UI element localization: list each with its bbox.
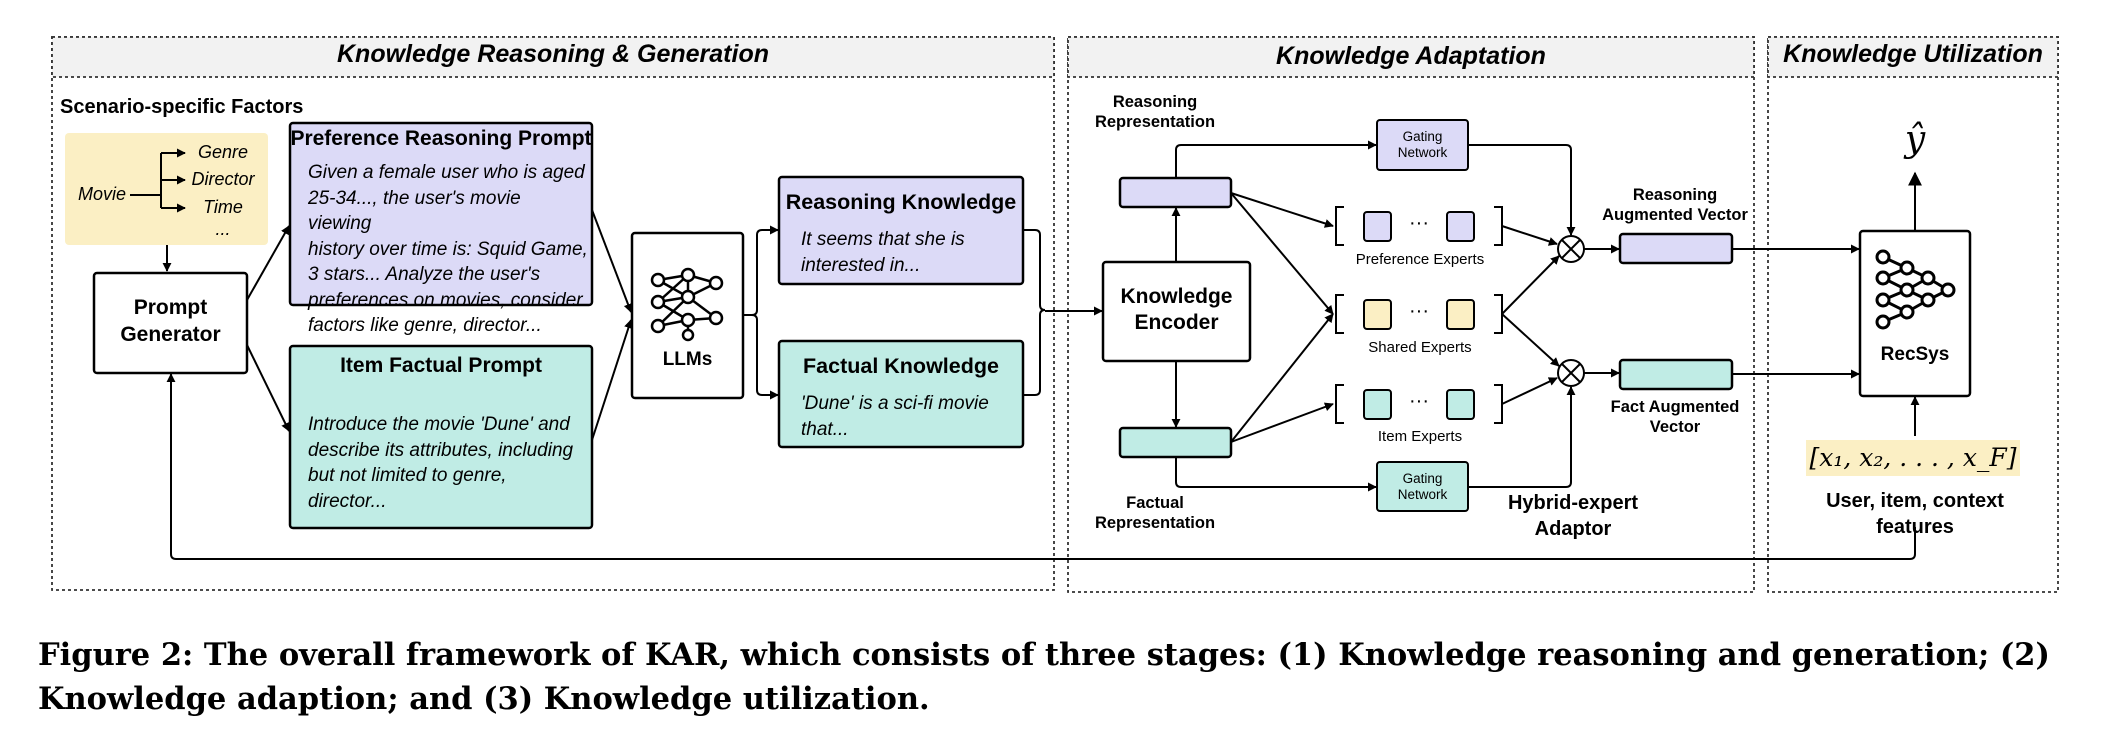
movie-factor-tree	[130, 148, 186, 213]
factual-representation-line2: Representation	[1094, 514, 1216, 532]
features-label-line2: features	[1876, 516, 1954, 538]
preference-prompt-box	[288, 121, 594, 307]
knowledge-encoder-line2: Encoder	[1134, 311, 1219, 334]
features-formula: [x₁, x₂, . . . , x_F]	[1809, 443, 2017, 472]
shared-experts-label: Shared Experts	[1368, 339, 1472, 356]
item-experts-ellipsis: ···	[1409, 390, 1429, 412]
item-prompt-body: Introduce the movie 'Dune' and describe …	[308, 412, 588, 514]
reasoning-knowledge-line: It seems that she is	[801, 229, 965, 250]
neural-network-icon	[650, 267, 724, 342]
reasoning-representation-bar	[1118, 176, 1233, 209]
preference-prompt-line: Given a female user who is aged	[308, 162, 585, 183]
prompt-generator-line2: Generator	[120, 323, 221, 346]
factor-more: ...	[215, 219, 231, 239]
recsys-network-icon	[1875, 249, 1956, 330]
reasoning-knowledge-title: Reasoning Knowledge	[785, 190, 1017, 214]
factor-genre: Genre	[197, 142, 249, 162]
reasoning-vector-line1: Reasoning	[1632, 186, 1718, 204]
factual-representation-line1: Factual	[1126, 494, 1184, 512]
stage-utilization-panel	[1767, 36, 2059, 593]
fact-augmented-vector-bar	[1618, 358, 1734, 391]
multiply-operator-top	[1557, 235, 1585, 263]
hybrid-adaptor-line2: Adaptor	[1534, 518, 1612, 540]
preference-prompt-body: Given a female user who is aged 25-34...…	[308, 160, 588, 339]
stage-title-reasoning-generation: Knowledge Reasoning & Generation	[337, 40, 769, 68]
fact-vector-line1: Fact Augmented	[1610, 398, 1740, 416]
factor-director: Director	[191, 169, 255, 189]
gating-network-top-label: Gating Network	[1377, 129, 1468, 161]
factual-knowledge-body: 'Dune' is a sci-fi movie that...	[801, 391, 1021, 442]
kar-framework-diagram	[51, 36, 2059, 593]
preference-experts-group	[1335, 206, 1503, 246]
recsys-label: RecSys	[1880, 344, 1950, 365]
prompt-generator-label: Prompt Generator	[94, 294, 247, 348]
preference-experts-ellipsis: ···	[1409, 212, 1429, 234]
reasoning-augmented-vector-label: Reasoning Augmented Vector	[1580, 185, 1770, 225]
preference-prompt-line: factors like genre, director...	[308, 315, 542, 336]
preference-prompt-line: 25-34..., the user's movie viewing	[308, 187, 521, 235]
hybrid-adaptor-label: Hybrid-expert Adaptor	[1488, 490, 1658, 542]
reasoning-representation-line1: Reasoning	[1112, 93, 1198, 111]
item-prompt-line: Introduce the movie 'Dune' and	[308, 414, 570, 435]
preference-prompt-title: Preference Reasoning Prompt	[290, 127, 592, 150]
preference-experts-label: Preference Experts	[1355, 251, 1485, 268]
features-label: User, item, context features	[1790, 488, 2040, 540]
item-experts-label: Item Experts	[1377, 428, 1463, 445]
stage-title-adaptation: Knowledge Adaptation	[1276, 42, 1546, 70]
prediction-y-hat: ŷ	[1904, 119, 1926, 160]
shared-experts-ellipsis: ···	[1409, 300, 1429, 322]
reasoning-knowledge-body: It seems that she is interested in...	[801, 227, 1021, 278]
factor-time: Time	[203, 197, 243, 217]
factual-representation-label: Factual Representation	[1080, 493, 1230, 533]
item-prompt-line: but not limited to genre, director...	[308, 465, 507, 512]
figure-caption: Figure 2: The overall framework of KAR, …	[38, 637, 2050, 717]
scenario-title: Scenario-specific Factors	[60, 96, 304, 118]
movie-label: Movie	[78, 184, 127, 204]
factual-knowledge-line: that...	[801, 418, 849, 440]
gating-bottom-line2: Network	[1397, 487, 1448, 502]
factual-knowledge-title: Factual Knowledge	[803, 354, 999, 378]
knowledge-encoder-label: Knowledge Encoder	[1103, 284, 1250, 336]
reasoning-vector-line2: Augmented Vector	[1602, 206, 1748, 224]
knowledge-encoder-line1: Knowledge	[1120, 285, 1233, 308]
gating-network-bottom-label: Gating Network	[1377, 471, 1468, 503]
reasoning-representation-line2: Representation	[1094, 113, 1216, 131]
gating-bottom-line1: Gating	[1402, 471, 1443, 486]
stage-reasoning-generation-panel	[51, 36, 1055, 591]
fact-augmented-vector-label: Fact Augmented Vector	[1590, 397, 1760, 437]
prompt-generator-box	[92, 271, 249, 375]
gating-top-line2: Network	[1397, 145, 1448, 160]
shared-experts-group	[1335, 294, 1503, 334]
preference-prompt-line: history over time is: Squid Game,	[308, 238, 588, 260]
reasoning-knowledge-line: interested in...	[801, 254, 921, 276]
features-formula-highlight	[1806, 440, 2020, 476]
reasoning-augmented-vector-bar	[1618, 232, 1734, 265]
gating-top-line1: Gating	[1402, 129, 1443, 144]
item-prompt-line: describe its attributes, including	[308, 439, 574, 461]
preference-prompt-line: 3 stars... Analyze the user's	[308, 264, 541, 285]
factual-representation-bar	[1118, 426, 1233, 459]
scenario-factors-box	[65, 133, 268, 245]
connector-arrows	[162, 140, 1922, 560]
stage-title-utilization: Knowledge Utilization	[1783, 40, 2043, 68]
features-label-line1: User, item, context	[1826, 490, 2004, 512]
fact-vector-line2: Vector	[1649, 418, 1701, 436]
reasoning-representation-label: Reasoning Representation	[1080, 92, 1230, 132]
stage-adaptation-panel	[1067, 36, 1755, 593]
llms-label: LLMs	[662, 349, 713, 370]
prompt-generator-line1: Prompt	[133, 296, 208, 319]
hybrid-adaptor-line1: Hybrid-expert	[1507, 492, 1639, 514]
preference-prompt-line: preferences on movies, consider	[308, 289, 583, 311]
item-prompt-title: Item Factual Prompt	[340, 354, 542, 377]
factual-knowledge-line: 'Dune' is a sci-fi movie	[801, 393, 989, 414]
multiply-operator-bottom	[1557, 359, 1585, 387]
